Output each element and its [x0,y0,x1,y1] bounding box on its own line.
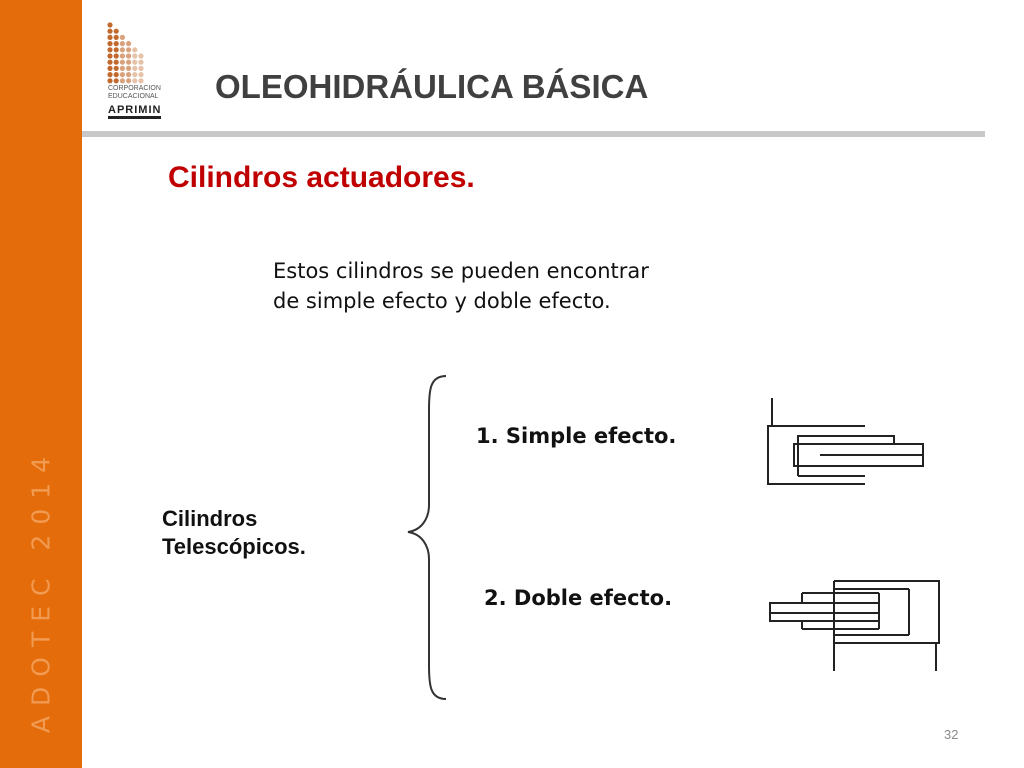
description: Estos cilindros se pueden encontrar de s… [273,256,649,316]
logo-text-line1: CORPORACION [108,85,161,92]
logo-brand: APRIMIN [108,104,162,119]
group-label-line-2: Telescópicos. [162,534,306,559]
page-number: 32 [944,727,959,742]
item-simple-effect: 1. Simple efecto. [476,424,677,448]
aprimin-logo-icon [107,22,144,84]
curly-brace-icon [407,375,447,700]
sidebar-band: ADOTEC 2014 [0,0,82,768]
single-acting-telescopic-cylinder-icon [767,398,924,485]
description-line-2: de simple efecto y doble efecto. [273,289,611,313]
logo-text-line2: EDUCACIONAL [108,93,159,100]
slide-subtitle: Cilindros actuadores. [168,161,475,194]
item-double-effect: 2. Doble efecto. [484,586,673,610]
double-acting-telescopic-cylinder-icon [769,580,940,671]
group-label: Cilindros Telescópicos. [162,505,306,561]
sidebar-vertical-text: ADOTEC 2014 [26,446,56,734]
slide-title: OLEOHIDRÁULICA BÁSICA [215,68,649,105]
group-label-line-1: Cilindros [162,506,258,531]
description-line-1: Estos cilindros se pueden encontrar [273,259,649,283]
title-divider [82,131,985,137]
